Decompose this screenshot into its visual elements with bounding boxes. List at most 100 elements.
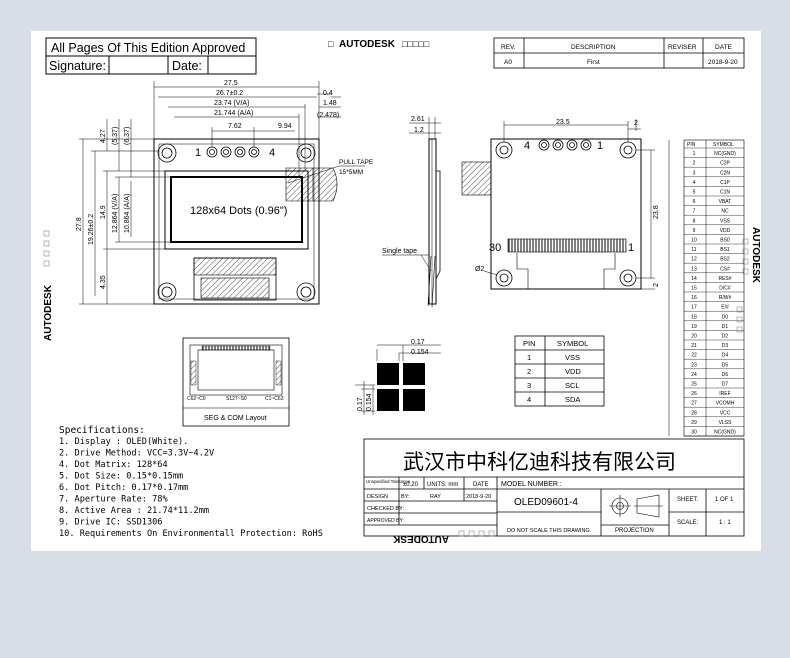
dot-pitch-detail: 0.17 0.154 0.17 0.154 [355, 339, 441, 415]
pin-table-symbol: VSS [565, 353, 580, 362]
symbol-row-symbol: VLSS [719, 420, 732, 426]
symbol-row-symbol: C1P [720, 180, 730, 186]
symbol-header-symbol: SYMBOL [713, 142, 734, 148]
symbol-row-pin: 23 [691, 362, 697, 368]
side-dim-1-2: 1.2 [414, 127, 424, 134]
symbol-row-symbol: D0 [722, 314, 729, 320]
symbol-row-pin: 11 [691, 247, 696, 253]
spec-item: 5. Dot Size: 0.15*0.15mm [59, 472, 183, 482]
spec-item: 10. Requirements On Environmentall Prote… [59, 529, 323, 539]
symbol-row-symbol: NC(GND) [714, 151, 736, 157]
dot-dim-0-17-left: 0.17 [357, 397, 364, 411]
display-size-label: 128x64 Dots (0.96") [190, 205, 287, 217]
symbol-row-symbol: C2N [720, 170, 730, 176]
pin-table-pin: 4 [527, 395, 531, 404]
specifications: Specifications: 1. Display : OLED(White)… [59, 425, 323, 539]
front-left-dimensions [79, 119, 171, 305]
autodesk-bottom: AUTODESK [392, 533, 449, 544]
symbol-row-pin: 25 [691, 382, 697, 388]
seg-label-center: S127~S0 [226, 396, 247, 402]
pin-table-header-symbol: SYMBOL [557, 339, 588, 348]
pull-tape-label: PULL TAPE [339, 159, 374, 166]
dim-4-35: 4.35 [100, 275, 107, 289]
symbol-row-symbol: D4 [722, 353, 729, 359]
approved-by-label: APPROVED BY: [367, 518, 404, 524]
dim-26-7: 26.7±0.2 [216, 90, 243, 97]
seg-label-right: C1~C63 [265, 396, 284, 402]
back-pin-pads [538, 139, 592, 151]
dim-27-8: 27.8 [76, 217, 83, 231]
front-top-dimensions [153, 81, 341, 177]
symbol-row-symbol: D5 [722, 362, 729, 368]
symbol-row-symbol: BS1 [720, 247, 730, 253]
specs-title: Specifications: [59, 425, 145, 436]
front-pin-1: 1 [195, 147, 201, 159]
symbol-row-pin: 7 [693, 209, 696, 215]
pin-table-header-pin: PIN [523, 339, 536, 348]
symbol-row-pin: 1 [693, 151, 696, 157]
symbol-row-pin: 22 [691, 353, 697, 359]
symbol-row-pin: 6 [693, 199, 696, 205]
symbol-row-symbol: E/# [721, 305, 729, 311]
front-height-labels: 27.8 19.26±0.2 14.9 12.864 (V/A) 10.864 … [76, 127, 131, 289]
back-dim-23-5: 23.5 [556, 119, 570, 126]
symbol-row-pin: 5 [693, 190, 696, 196]
fpc-pin-30: 30 [489, 242, 501, 254]
tolerance-value: ±0.20 [403, 482, 419, 488]
model-number: OLED09601-4 [514, 497, 578, 508]
symbol-row-symbol: BS0 [720, 238, 730, 244]
spec-item: 6. Dot Pitch: 0.17*0.17mm [59, 483, 188, 493]
symbol-row-pin: 24 [691, 372, 697, 378]
symbol-row-symbol: VBAT [719, 199, 732, 205]
dim-23-74: 23.74 (V/A) [214, 100, 249, 107]
symbol-row-symbol: VSS [720, 218, 731, 224]
dim-10-864: 10.864 (A/A) [124, 194, 131, 233]
back-view: 4 1 30 1 Ø2 23.5 2 23.8 2 [461, 119, 660, 290]
drawing-sheet: All Pages Of This Edition Approved Signa… [31, 31, 761, 551]
units-label: UNITS: mm [427, 482, 458, 488]
autodesk-right: AUTODESK [750, 227, 761, 284]
dim-6-37: (6.37) [124, 127, 131, 145]
rev-header-description: DESCRIPTION [571, 44, 616, 51]
dot-dim-0-17-top: 0.17 [411, 339, 425, 346]
sheet-label: SHEET: [677, 497, 698, 503]
pin-table-symbol: SCL [565, 381, 580, 390]
sheet-value: 1 OF 1 [715, 497, 734, 503]
symbol-header-pin: PIN [687, 142, 696, 148]
side-view: 2.61 1.2 Single tape [382, 116, 441, 308]
symbol-row-symbol: BS2 [720, 257, 730, 263]
projection-icon [609, 494, 663, 518]
spec-item: 8. Active Area : 21.74*11.2mm [59, 506, 209, 516]
front-view: 1 4 128x64 Dots (0.96") PULL TAPE 15*5MM [76, 80, 374, 305]
revision-table [493, 37, 745, 69]
symbol-row-symbol: R/W# [719, 295, 732, 301]
scale-value: 1 : 1 [719, 520, 731, 526]
pull-tape-size: 15*5MM [339, 169, 363, 176]
scale-label: SCALE: [677, 520, 699, 526]
dim-21-744: 21.744 (A/A) [214, 110, 253, 117]
by-label: BY: [401, 494, 410, 500]
top-square-icon: □ [328, 39, 334, 49]
seg-com-caption: SEG & COM Layout [204, 415, 267, 422]
symbol-row-pin: 28 [691, 410, 697, 416]
symbol-row-symbol: IREF [719, 391, 730, 397]
tolerance-label: Unspecified Tolerance [366, 479, 411, 484]
symbol-row-symbol: D3 [722, 343, 729, 349]
hole-diameter-label: Ø2 [475, 266, 484, 273]
dim-12-864: 12.864 (V/A) [112, 194, 119, 233]
dot-dim-0-154-top: 0.154 [411, 349, 429, 356]
symbol-row-symbol: C1N [720, 190, 730, 196]
projection-label: PROJECTION [615, 528, 654, 534]
autodesk-left: AUTODESK [43, 284, 54, 341]
company-name: 武汉市中科亿迪科技有限公司 [403, 450, 676, 474]
rev-row-description: First [587, 59, 600, 66]
design-label: DESIGN [367, 494, 388, 500]
approval-box [45, 37, 257, 75]
pin-table-symbol: SDA [565, 395, 580, 404]
spec-item: 4. Dot Matrix: 128*64 [59, 460, 168, 470]
front-mount-holes [157, 143, 316, 302]
back-pin-1: 1 [597, 140, 603, 152]
fpc-pin-1: 1 [628, 242, 634, 254]
